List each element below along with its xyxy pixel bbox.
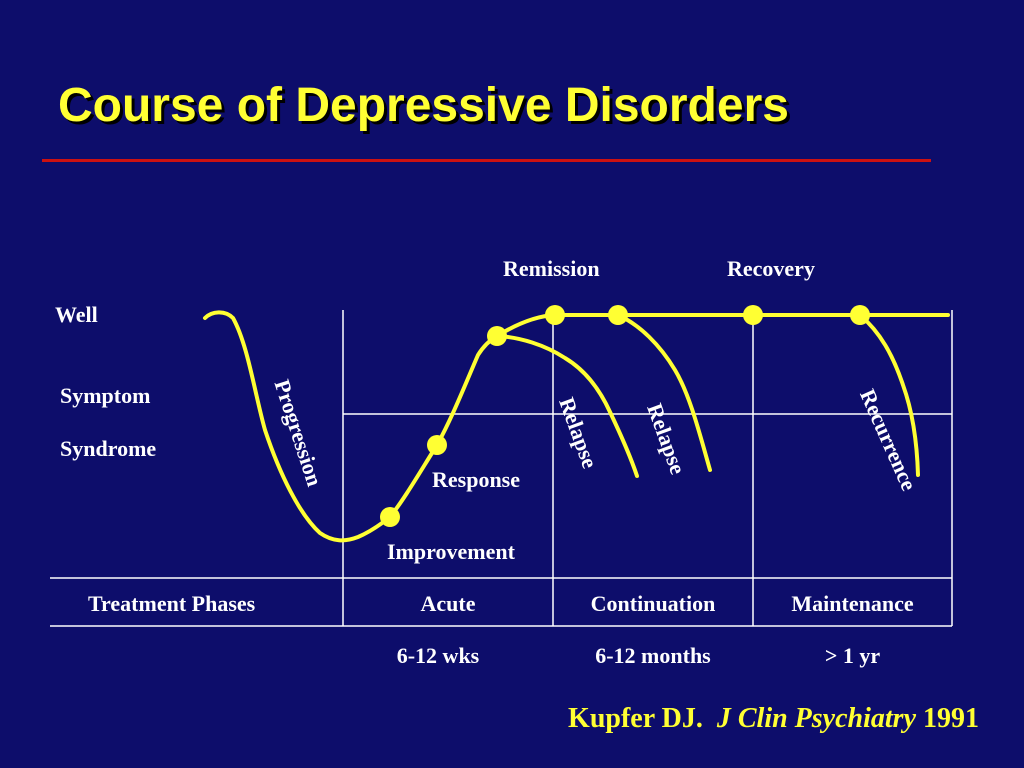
state-label-well: Well <box>55 302 98 327</box>
phase-name-maintenance: Maintenance <box>791 591 914 616</box>
relapse-curve-1 <box>495 334 639 478</box>
grid-lines <box>50 310 953 627</box>
title-underline <box>42 159 931 162</box>
remission-dot <box>545 305 565 325</box>
maintenance-dot <box>850 305 870 325</box>
recovery-dot <box>743 305 763 325</box>
slide-title: Course of Depressive Disorders <box>58 79 789 132</box>
milestone-label-response: Response <box>432 467 521 492</box>
improvement-dot <box>380 507 400 527</box>
response-dot <box>427 435 447 455</box>
citation-journal: J Clin Psychiatry <box>716 703 916 734</box>
phase-duration-maintenance: > 1 yr <box>824 643 881 668</box>
state-label-syndrome: Syndrome <box>60 436 157 461</box>
pre-remission-dot <box>487 326 507 346</box>
milestone-label-improvement: Improvement <box>387 539 515 564</box>
state-label-symptom: Symptom <box>60 383 151 408</box>
citation: Kupfer DJ. J Clin Psychiatry 1991 <box>568 703 979 735</box>
main-course-curve <box>203 310 950 543</box>
citation-year: 1991 <box>923 703 979 734</box>
phase-duration-acute: 6-12 wks <box>396 643 480 668</box>
citation-author: Kupfer DJ. <box>568 703 703 734</box>
continuation-dot <box>608 305 628 325</box>
recurrence-curve <box>858 313 920 477</box>
phase-duration-continuation: 6-12 months <box>595 643 711 668</box>
relapse-curve-2 <box>616 313 712 472</box>
milestone-label-remission: Remission <box>503 256 600 281</box>
phase-name-continuation: Continuation <box>590 591 716 616</box>
milestone-label-recovery: Recovery <box>727 256 815 281</box>
milestone-dots <box>380 305 870 527</box>
phase-table-header: Treatment Phases <box>88 591 256 616</box>
phase-name-acute: Acute <box>420 591 476 616</box>
course-curves <box>203 310 950 543</box>
